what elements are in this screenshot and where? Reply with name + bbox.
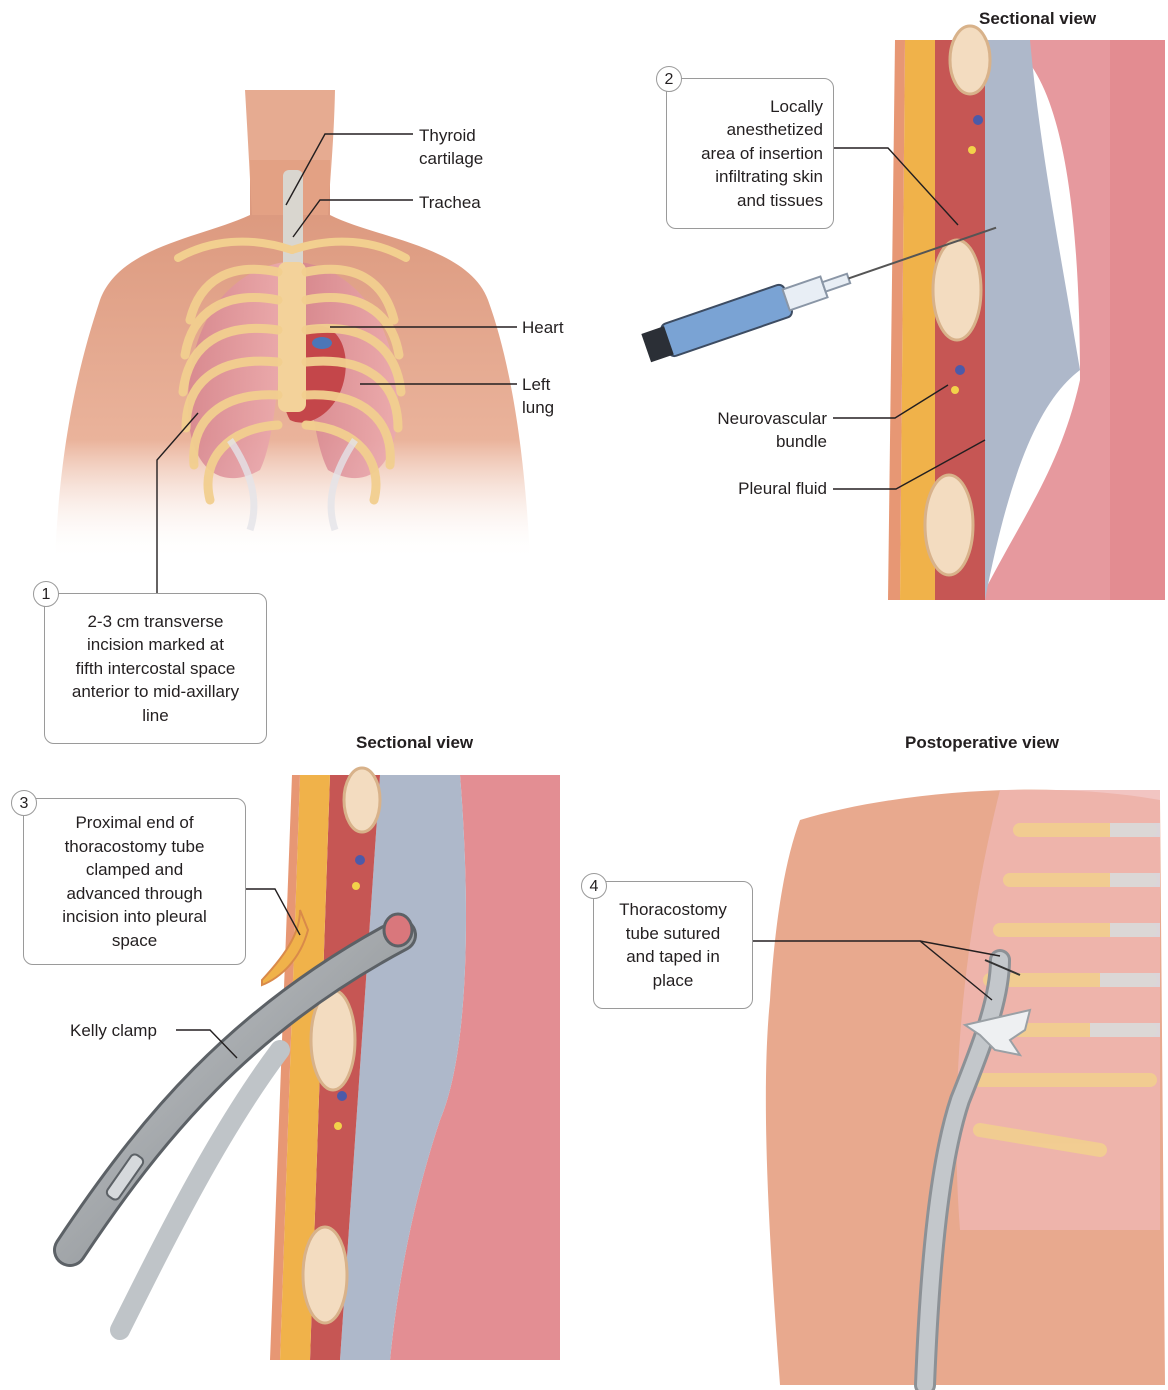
step-number-3: 3: [11, 790, 37, 816]
callout-step-1: 2-3 cm transverse incision marked at fif…: [44, 593, 267, 744]
panel-2-title: Sectional view: [979, 9, 1096, 29]
step-number-2: 2: [656, 66, 682, 92]
postoperative-view-illustration: [766, 790, 1165, 1385]
callout-step-4-text: Thoracostomy tube sutured and taped in p…: [619, 898, 727, 992]
callout-step-4: Thoracostomy tube sutured and taped in p…: [593, 881, 753, 1009]
step-number-1: 1: [33, 581, 59, 607]
label-trachea: Trachea: [419, 191, 481, 214]
label-neurovascular-bundle: Neurovascular bundle: [690, 407, 827, 453]
label-pleural-fluid: Pleural fluid: [690, 477, 827, 500]
step-number-4: 4: [581, 873, 607, 899]
panel-4-title: Postoperative view: [905, 733, 1059, 753]
callout-step-3: Proximal end of thoracostomy tube clampe…: [23, 798, 246, 965]
callout-step-3-text: Proximal end of thoracostomy tube clampe…: [62, 811, 207, 952]
callout-step-2-text: Locally anesthetized area of insertion i…: [701, 95, 823, 213]
label-kelly-clamp: Kelly clamp: [70, 1019, 157, 1042]
label-thyroid-cartilage: Thyroid cartilage: [419, 124, 483, 170]
panel-3-title: Sectional view: [356, 733, 473, 753]
label-heart: Heart: [522, 316, 564, 339]
label-left-lung: Left lung: [522, 373, 554, 419]
callout-step-2: Locally anesthetized area of insertion i…: [666, 78, 834, 229]
callout-step-1-text: 2-3 cm transverse incision marked at fif…: [72, 610, 239, 728]
